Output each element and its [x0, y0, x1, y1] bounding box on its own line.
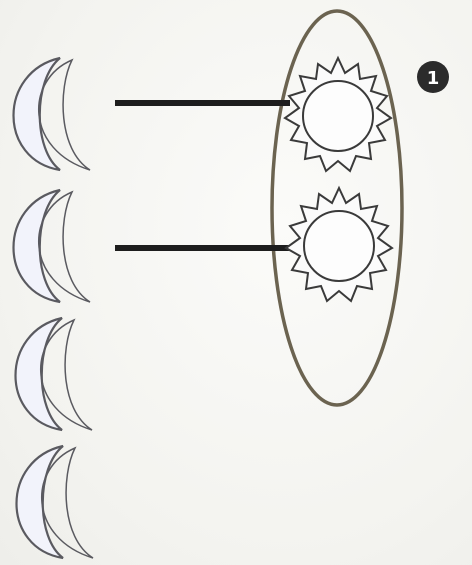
- moon-icon: [17, 446, 94, 558]
- sun-icon: [286, 188, 392, 301]
- moon-icon: [14, 190, 91, 302]
- moon-icon: [16, 318, 93, 430]
- sun-icon: [285, 58, 391, 171]
- badge-label: 1: [427, 68, 440, 89]
- numbered-badge: 1: [417, 61, 449, 93]
- moon-icon: [14, 58, 91, 170]
